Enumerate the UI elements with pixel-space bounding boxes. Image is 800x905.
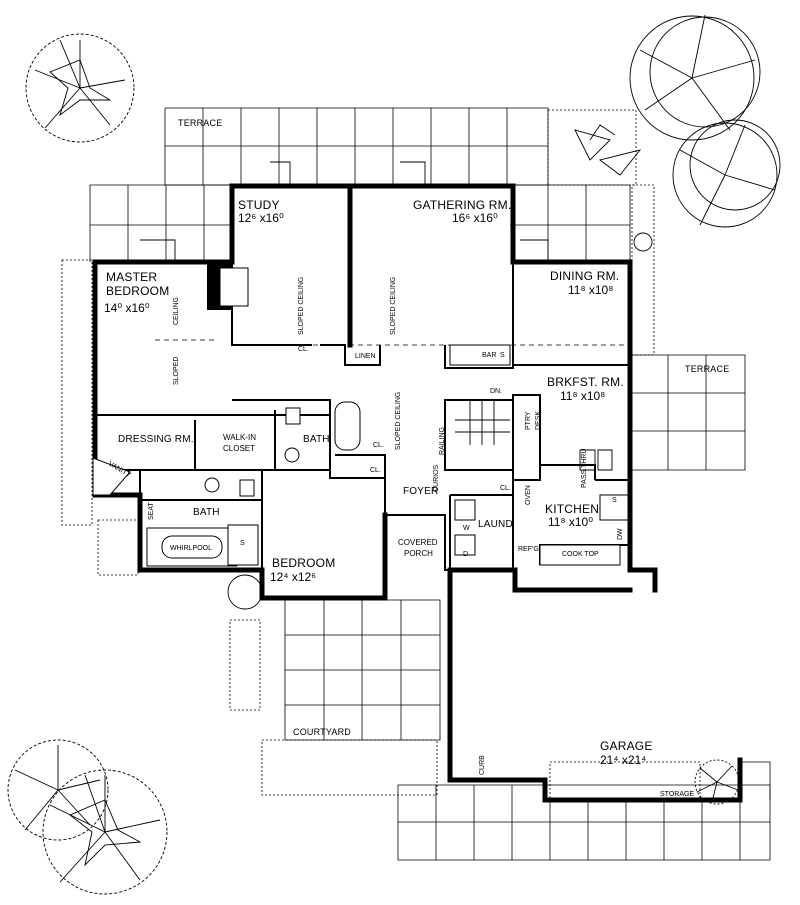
whirlpool-label: WHIRLPOOL (170, 545, 212, 552)
curios-label: CURIOS (433, 464, 440, 492)
kitchen-label: KITCHEN (545, 502, 599, 516)
interior-walls (95, 261, 631, 571)
laund-label: LAUND (478, 519, 513, 530)
garage-label: GARAGE (600, 739, 653, 753)
ptry-label: PTRY (525, 411, 532, 430)
bath-lower-label: BATH (193, 507, 220, 518)
oven-label: OVEN (525, 485, 532, 505)
courtyard-paving (284, 599, 441, 741)
terrace-right-label: TERRACE (685, 364, 729, 374)
tree-top-right (629, 14, 781, 228)
stair-dn-label: DN. (490, 388, 502, 395)
seat-label: SEAT (148, 502, 155, 520)
gathering-dims: 16⁶ x16⁰ (452, 211, 498, 225)
foyer-label: FOYER (403, 486, 438, 497)
bar-sink-label: S (500, 352, 505, 359)
cl-label-bath: CL. (373, 442, 384, 449)
tree-top-left (25, 33, 135, 143)
refg-label: REF'G (518, 546, 539, 553)
tree-bottom-left-2 (42, 769, 168, 895)
washer-label: W (463, 525, 470, 532)
bath-upper-label: BATH (303, 434, 330, 445)
master-label-2: BEDROOM (106, 284, 169, 298)
bedroom-label: BEDROOM (272, 556, 335, 570)
tree-bottom-left-1 (7, 739, 109, 841)
dining-label: DINING RM. (550, 269, 619, 283)
dryer-label: D (463, 551, 468, 558)
walkin-label-2: CLOSET (223, 444, 255, 453)
storage-label: STORAGE (660, 791, 694, 798)
desk-label: DESK (535, 411, 542, 430)
bedroom-dims: 12⁴ x12⁶ (270, 570, 316, 584)
master-dims: 14⁰ x16⁰ (104, 301, 150, 315)
cl-label-foyer: CL. (370, 467, 381, 474)
driveway-paving (397, 761, 771, 861)
shower-s-label: S (240, 540, 245, 547)
bar-label: BAR (482, 352, 496, 359)
walkin-label-1: WALK-IN (223, 433, 256, 442)
curb-label: CURB (479, 755, 486, 775)
brkfst-label: BRKFST. RM. (547, 375, 624, 389)
fireplace-hearth (219, 267, 249, 307)
courtyard-label: COURTYARD (293, 727, 351, 737)
cl-label-study: CL. (298, 346, 309, 353)
sloped-ceiling-study: SLOPED CEILING (298, 277, 305, 335)
sink-s-label: S (612, 497, 617, 504)
railing-label: RAILING (439, 427, 446, 455)
sloped-ceiling-hall: SLOPED CEILING (395, 392, 402, 450)
fixtures (92, 161, 629, 567)
gathering-label: GATHERING RM. (413, 198, 511, 212)
garage-dims: 21⁴ x21⁴ (600, 753, 646, 767)
study-dims: 12⁶ x16⁰ (238, 211, 284, 225)
study-label: STUDY (238, 198, 280, 212)
dressing-label: DRESSING RM. (118, 434, 194, 445)
terrace-top-label: TERRACE (178, 118, 222, 128)
master-label-1: MASTER (106, 270, 157, 284)
terrace-top-paving (89, 107, 631, 262)
cook-top-label: COOK TOP (562, 551, 599, 558)
linen-label: LINEN (355, 353, 376, 360)
covered-porch-label-1: COVERED (398, 538, 438, 547)
pass-thru-label: PASS THRU (581, 449, 588, 488)
sloped-ceiling-gathering: SLOPED CEILING (390, 277, 397, 335)
brkfst-dims: 11⁸ x10⁸ (560, 389, 605, 403)
dining-dims: 11⁸ x10⁸ (568, 283, 613, 297)
dw-label: DW (617, 528, 624, 540)
terrace-right-paving (629, 354, 746, 471)
ceiling-label-master: CEILING (173, 297, 180, 325)
cl-label-laund: CL. (500, 485, 511, 492)
covered-porch-label-2: PORCH (404, 549, 433, 558)
sloped-label-master: SLOPED (173, 357, 180, 385)
tree-small-right (694, 759, 740, 805)
kitchen-dims: 11⁸ x10⁰ (548, 515, 593, 529)
